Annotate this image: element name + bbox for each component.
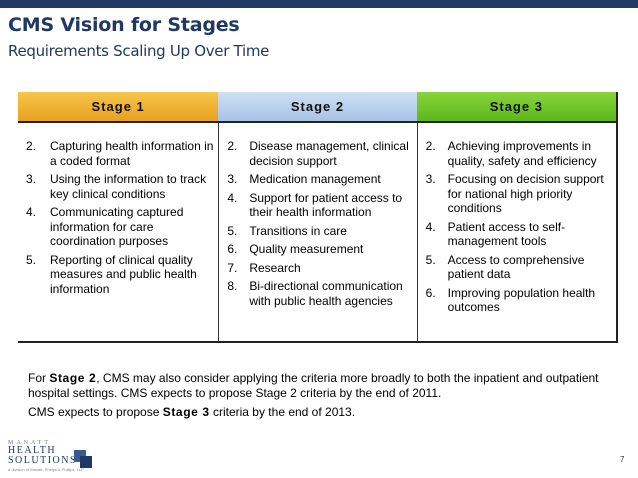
list-item: 2. Disease management, clinical decision …	[219, 139, 416, 168]
note-keyword: Stage 2	[49, 371, 97, 385]
list-item-number: 4.	[425, 219, 436, 234]
list-item-number: 5.	[26, 252, 37, 267]
slide-title: CMS Vision for Stages	[8, 14, 240, 36]
list-item-text: Improving population health outcomes	[447, 285, 596, 315]
list-item-text: Access to comprehensive patient data	[447, 252, 585, 282]
list-item-text: Achieving improvements in quality, safet…	[447, 139, 597, 168]
logo-line-solutions: SOLUTIONS	[8, 455, 78, 466]
stage-3-header: Stage 3	[416, 92, 616, 121]
list-item-text: Bi-directional communication with public…	[249, 279, 403, 308]
list-item-text: Capturing health information in a coded …	[50, 139, 214, 168]
stage-2-note: For Stage 2, CMS may also consider apply…	[28, 371, 618, 401]
logo-tagline: a division of Manatt, Phelps & Phillips,…	[8, 467, 84, 472]
list-item: 3. Using the information to track key cli…	[18, 172, 218, 201]
logo-line-manatt: MANATT	[8, 440, 51, 446]
list-item: 3. Focusing on decision support for natio…	[418, 172, 616, 216]
list-item-text: Quality measurement	[249, 242, 364, 256]
list-item-number: 3.	[227, 172, 238, 186]
list-item: 7. Research	[219, 261, 416, 276]
list-item-number: 5.	[425, 252, 436, 267]
list-item-number: 6.	[227, 242, 238, 256]
list-item-number: 4.	[26, 205, 37, 219]
list-item: 5. Reporting of clinical quality measures…	[18, 253, 218, 297]
note-text: For	[28, 371, 50, 385]
list-item: 6. Improving population health outcomes	[418, 286, 616, 315]
stage-1-header: Stage 1	[18, 92, 219, 121]
stages-body-row: 2. Capturing health information in a code…	[18, 121, 616, 341]
list-item-number: 7.	[227, 260, 238, 275]
list-item-number: 2.	[425, 139, 436, 153]
list-item-text: Patient access to self-management tools	[447, 219, 566, 249]
list-item: 6. Quality measurement	[219, 242, 416, 257]
list-item-text: Using the information to track key clini…	[50, 172, 207, 201]
list-item-number: 5.	[227, 223, 238, 238]
list-item: 5. Access to comprehensive patient data	[418, 253, 616, 282]
list-item: 4. Support for patient access to their he…	[219, 191, 416, 220]
logo-line-health: HEALTH	[8, 445, 57, 456]
list-item: 4. Patient access to self-management tool…	[418, 220, 616, 249]
list-item-number: 4.	[227, 190, 238, 205]
list-item-text: Medication management	[249, 172, 381, 186]
list-item-text: Disease management, clinical decision su…	[249, 139, 409, 168]
stage-1-column: 2. Capturing health information in a code…	[18, 123, 218, 341]
stage-2-header: Stage 2	[218, 92, 417, 121]
note-text: CMS expects to propose	[28, 405, 163, 419]
top-accent-bar	[0, 0, 638, 8]
list-item: 3. Medication management	[219, 172, 416, 187]
list-item-number: 2.	[26, 139, 37, 153]
list-item: 4. Communicating captured information for…	[18, 205, 218, 249]
logo-square-icon	[80, 456, 92, 468]
list-item: 5. Transitions in care	[219, 224, 416, 239]
note-keyword: Stage 3	[162, 405, 210, 419]
list-item-text: Focusing on decision support for nationa…	[447, 172, 604, 215]
list-item: 2. Capturing health information in a code…	[18, 139, 218, 168]
list-item-text: Reporting of clinical quality measures a…	[50, 252, 197, 296]
stages-table: Stage 1 Stage 2 Stage 3 2. Capturing heal…	[18, 92, 618, 343]
stage-3-note: CMS expects to propose Stage 3 criteria …	[28, 405, 618, 420]
list-item-number: 3.	[26, 172, 37, 186]
list-item-text: Transitions in care	[249, 223, 347, 238]
list-item-text: Support for patient access to their heal…	[249, 190, 403, 220]
list-item-number: 8.	[227, 279, 238, 293]
slide-subtitle: Requirements Scaling Up Over Time	[8, 42, 270, 60]
list-item-number: 3.	[425, 172, 436, 186]
note-text: criteria by the end of 2013.	[209, 405, 356, 419]
note-text: , CMS may also consider applying the cri…	[28, 371, 599, 400]
list-item-text: Communicating captured information for c…	[50, 205, 184, 248]
list-item-number: 6.	[425, 285, 436, 300]
list-item-number: 2.	[227, 139, 238, 153]
list-item: 8. Bi-directional communication with publ…	[219, 279, 416, 308]
stage-3-column: 2. Achieving improvements in quality, saf…	[416, 123, 616, 341]
stages-header-row: Stage 1 Stage 2 Stage 3	[18, 92, 616, 121]
stage-2-column: 2. Disease management, clinical decision …	[218, 123, 416, 341]
manatt-logo: MANATT HEALTH SOLUTIONS a division of Ma…	[8, 440, 98, 474]
list-item-text: Research	[249, 260, 301, 275]
list-item: 2. Achieving improvements in quality, saf…	[418, 139, 616, 168]
page-number: 7	[620, 455, 625, 464]
